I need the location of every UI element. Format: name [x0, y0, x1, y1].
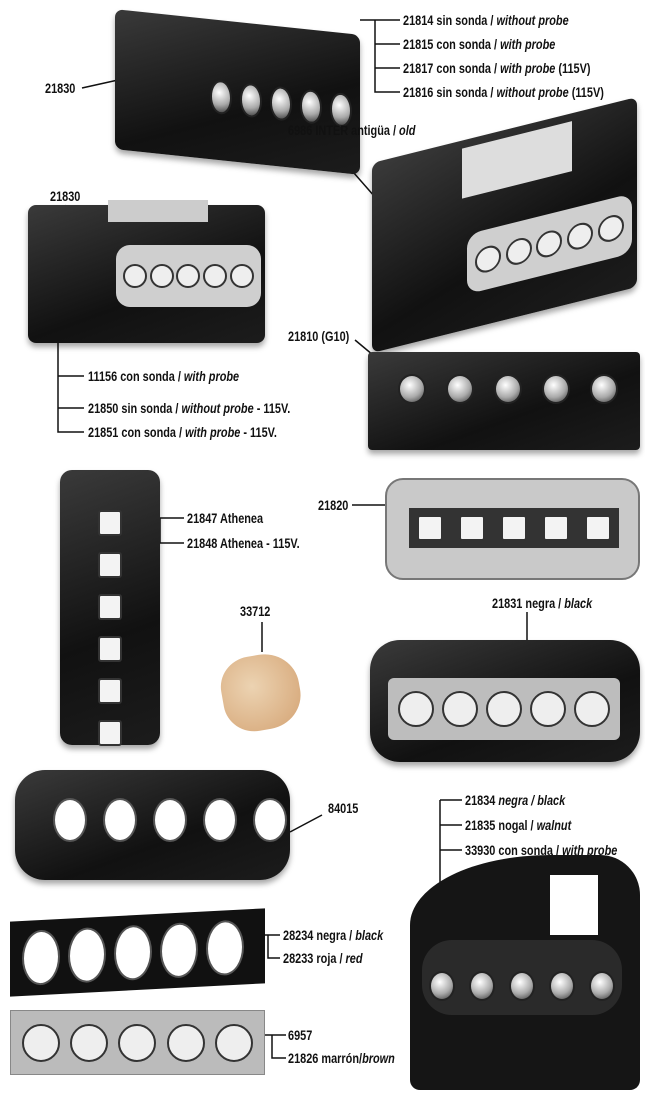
label-33930: 33930 con sonda / with probe: [465, 842, 618, 858]
label-21810: 21810 (G10): [288, 328, 350, 344]
product-21810-panel: [368, 352, 640, 450]
product-21820-grey-panel: [385, 478, 640, 580]
label-21848: 21848 Athenea - 115V.: [187, 535, 300, 551]
label-33712: 33712: [240, 603, 271, 619]
product-athenea-vertical: [60, 470, 160, 746]
product-21830-top-box: [115, 9, 360, 175]
label-21814: 21814 sin sonda / without probe: [403, 12, 569, 28]
product-21831-panel: [370, 640, 640, 762]
label-84015: 84015: [328, 800, 359, 816]
label-21834: 21834 negra / black: [465, 792, 566, 808]
button-icon: [300, 88, 322, 125]
label-21817: 21817 con sonda / with probe (115V): [403, 60, 591, 76]
label-21830-top: 21830: [45, 80, 76, 96]
label-11156: 11156 con sonda / with probe: [88, 368, 240, 384]
label-21831: 21831 negra / black: [492, 595, 593, 611]
product-33712-cap: [216, 648, 306, 737]
label-21816: 21816 sin sonda / without probe (115V): [403, 84, 604, 100]
product-6957-sticker: [10, 1010, 265, 1075]
product-84015-bezel: [15, 770, 290, 880]
label-21815: 21815 con sonda / with probe: [403, 36, 556, 52]
button-icon: [210, 79, 232, 116]
label-6957: 6957: [288, 1027, 313, 1043]
label-21830-left: 21830: [50, 188, 81, 204]
product-28234-strip: [10, 908, 265, 997]
product-21830-left-box: [28, 200, 265, 343]
label-21847: 21847 Athenea: [187, 510, 264, 526]
label-21820: 21820: [318, 497, 349, 513]
label-sticker: [462, 121, 572, 199]
display-window: [550, 875, 598, 935]
label-21826: 21826 marrón/brown: [288, 1050, 395, 1066]
product-21834-panel: [410, 855, 640, 1090]
label-21835: 21835 nogal / walnut: [465, 817, 572, 833]
label-28234: 28234 negra / black: [283, 927, 384, 943]
label-21851: 21851 con sonda / with probe - 115V.: [88, 424, 277, 440]
label-21850: 21850 sin sonda / without probe - 115V.: [88, 400, 291, 416]
label-6986: 6986 INTER antigüa / old: [288, 122, 416, 138]
button-icon: [270, 85, 292, 122]
label-28233: 28233 roja / red: [283, 950, 363, 966]
button-icon: [240, 82, 262, 119]
